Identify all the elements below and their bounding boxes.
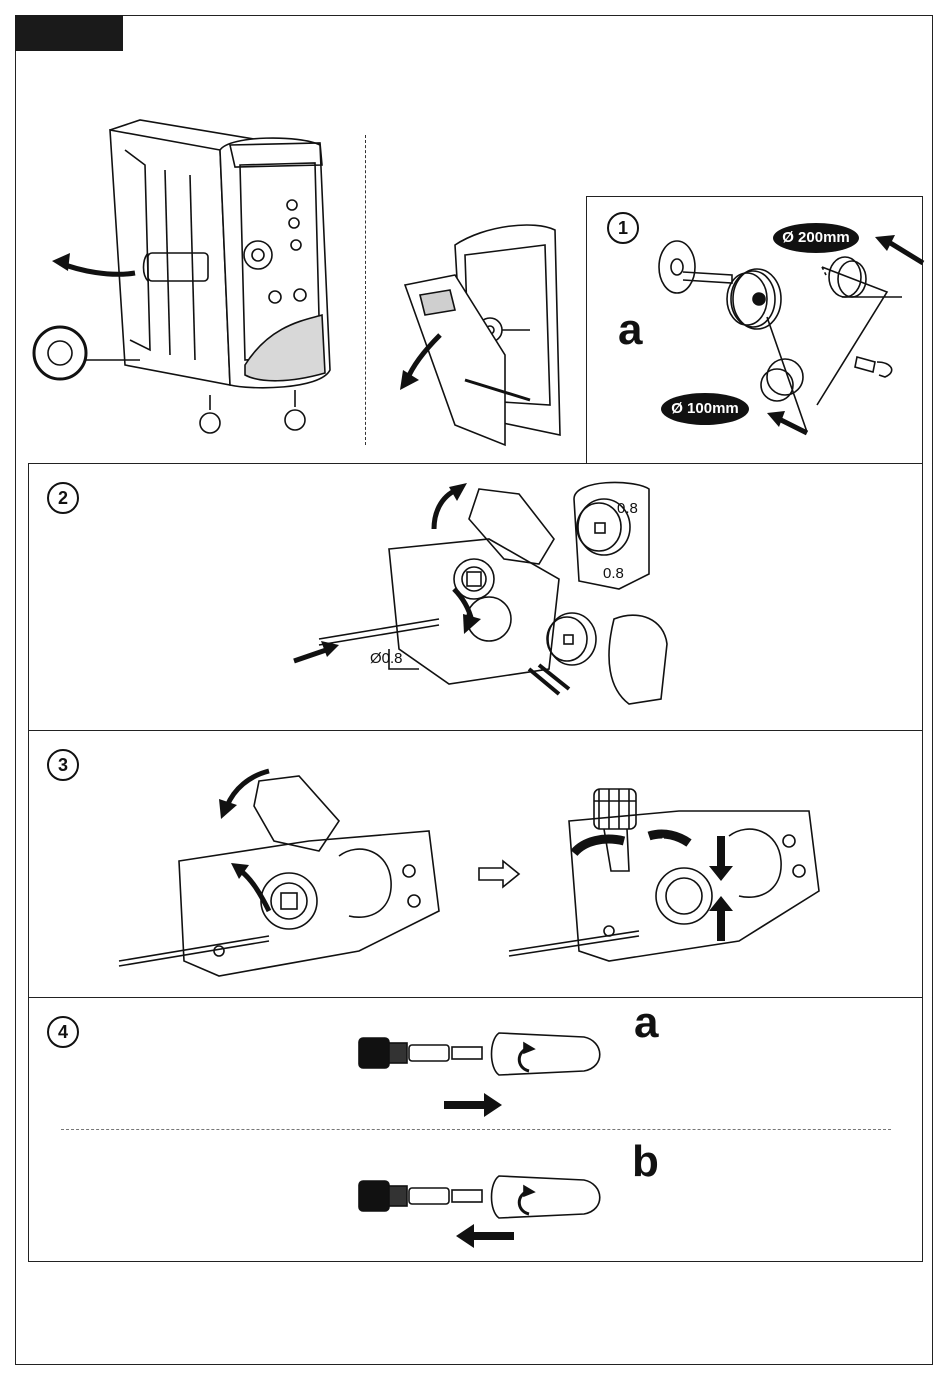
svg-text:+: + bbox=[659, 833, 667, 849]
step4-variant-a-label: a bbox=[634, 998, 658, 1048]
welder-cabinet-illustration bbox=[30, 125, 350, 445]
step4-panel: 4 a b bbox=[28, 997, 923, 1262]
step-number-4: 4 bbox=[47, 1016, 79, 1048]
divider-vertical bbox=[365, 135, 366, 445]
step2-panel: 2 0.8 0.8 Ø0.8 bbox=[28, 463, 923, 731]
wire-feeder-open-illustration bbox=[289, 469, 689, 729]
torch-nozzle-assembly-a bbox=[354, 1023, 614, 1113]
header-tab bbox=[15, 15, 123, 51]
side-door-illustration bbox=[395, 215, 585, 450]
spool-adapter-illustration bbox=[647, 237, 917, 437]
step3-panel: 3 − + bbox=[28, 730, 923, 998]
step-number-2: 2 bbox=[47, 482, 79, 514]
wire-feeder-tension-illustration: − + bbox=[499, 781, 859, 991]
svg-text:−: − bbox=[591, 846, 599, 862]
wire-feeder-closing-illustration bbox=[109, 761, 449, 991]
divider-horizontal bbox=[61, 1129, 891, 1130]
torch-nozzle-assembly-b bbox=[354, 1166, 614, 1256]
step1-panel: 1 a Ø 200mm Ø 100mm bbox=[586, 196, 923, 464]
step-number-1: 1 bbox=[607, 212, 639, 244]
step-number-3: 3 bbox=[47, 749, 79, 781]
step4-variant-b-label: b bbox=[632, 1137, 659, 1187]
step1-variant-label: a bbox=[618, 305, 642, 355]
